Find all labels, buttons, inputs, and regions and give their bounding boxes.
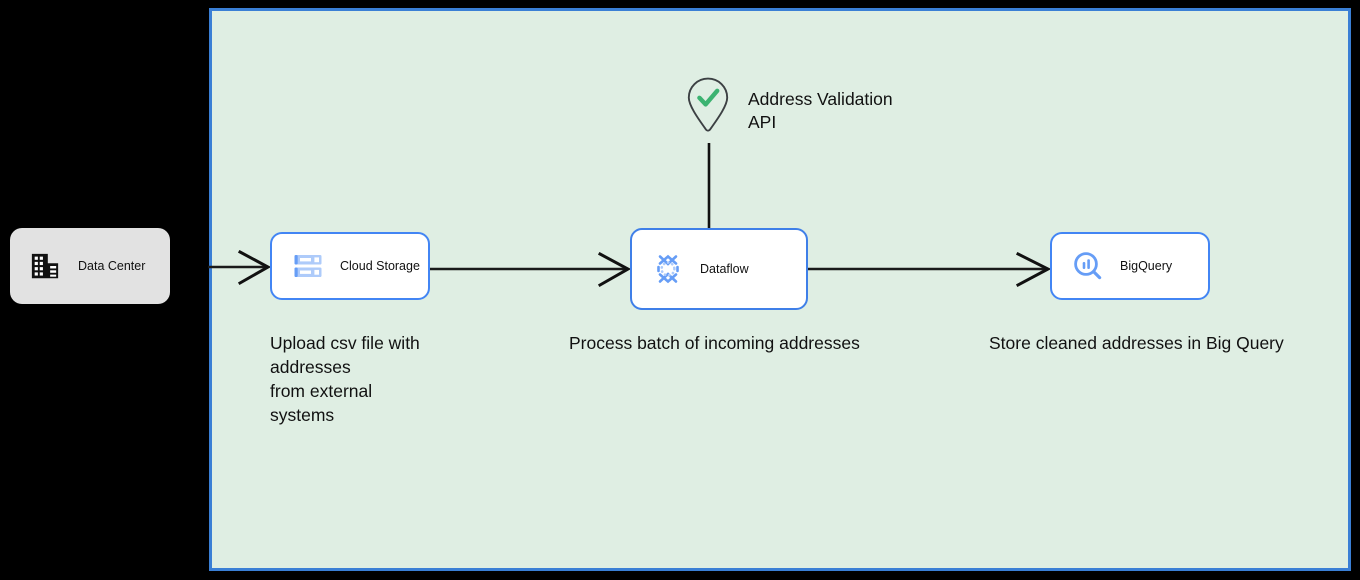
caption-cloud-storage: Upload csv file with addresses from exte… [270, 333, 420, 425]
bigquery-icon [1074, 252, 1102, 280]
edge-storage-to-dataflow[interactable] [430, 251, 632, 288]
caption-bigquery: Store cleaned addresses in Big Query [989, 333, 1284, 353]
data-center-label: Data Center [78, 259, 146, 273]
cloud-storage-icon [294, 255, 322, 277]
data-center-building-icon [31, 253, 59, 279]
bigquery-label: BigQuery [1120, 259, 1173, 273]
cloud-storage-label: Cloud Storage [340, 259, 420, 273]
api-label-line-1: Address Validation [748, 89, 893, 109]
edge-datacenter-to-storage[interactable] [208, 249, 272, 286]
address-validation-api-label: Address Validation API [748, 88, 948, 134]
caption-dataflow: Process batch of incoming addresses [569, 333, 860, 353]
edge-dataflow-to-bigquery[interactable] [808, 251, 1052, 288]
node-dataflow[interactable]: Dataflow [630, 228, 808, 310]
node-data-center[interactable]: Data Center [10, 228, 170, 304]
dataflow-icon [657, 254, 679, 284]
node-cloud-storage[interactable]: Cloud Storage [270, 232, 430, 300]
dataflow-label: Dataflow [700, 262, 749, 276]
node-bigquery[interactable]: BigQuery [1050, 232, 1210, 300]
api-label-line-2: API [748, 112, 777, 132]
location-pin-check-icon[interactable] [684, 76, 732, 136]
